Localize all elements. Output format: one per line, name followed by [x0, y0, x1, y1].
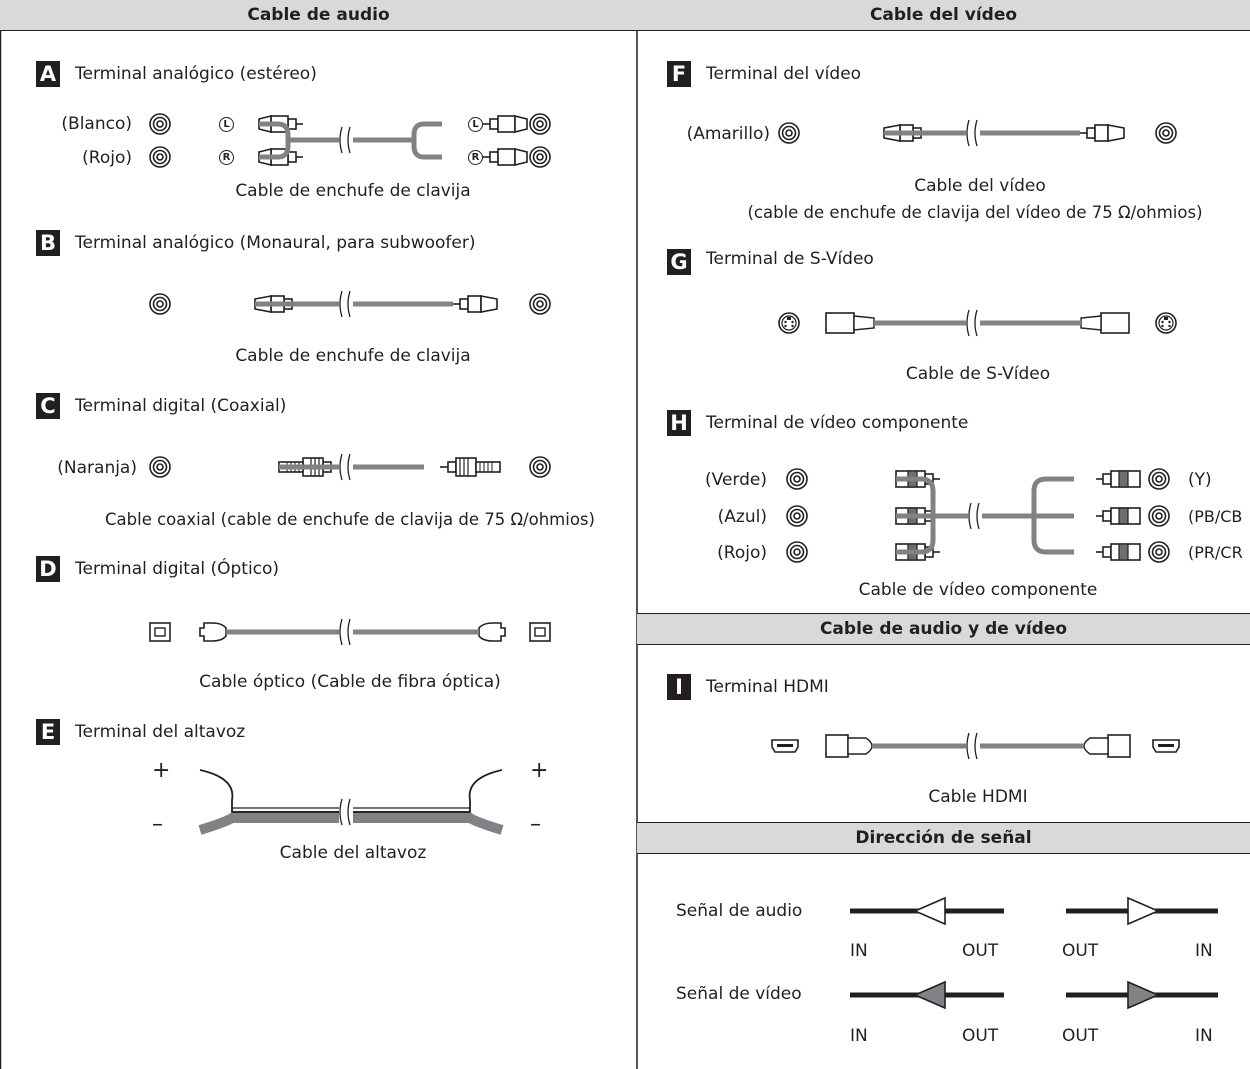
diagram-e: [198, 769, 504, 835]
caption-f-2: (cable de enchufe de clavija del vídeo d…: [747, 203, 1203, 222]
section-g-title: Terminal de S-Vídeo: [706, 249, 874, 269]
caption-d: Cable óptico (Cable de fibra óptica): [199, 672, 501, 692]
diagram-b: [149, 288, 551, 320]
section-d-badge: D: [36, 556, 60, 582]
diagram-d: [149, 616, 551, 648]
video-in-right: IN: [1195, 1026, 1213, 1046]
diagram-a: [149, 113, 551, 168]
label-y: (Y): [1188, 470, 1212, 490]
signal-header: Dirección de señal: [637, 822, 1250, 854]
plug-l-marker-left: L: [219, 117, 234, 132]
caption-b: Cable de enchufe de clavija: [235, 346, 471, 366]
plus-right: +: [530, 758, 549, 783]
label-pb-cb: (PB/CB: [1188, 507, 1243, 526]
audio-signal-label: Señal de audio: [676, 901, 803, 921]
label-naranja: (Naranja): [57, 458, 137, 478]
left-header: Cable de audio: [0, 0, 637, 31]
minus-right: –: [530, 812, 541, 837]
section-h-title: Terminal de vídeo componente: [706, 413, 969, 433]
diagram-f: [778, 117, 1177, 149]
diagram-c: [149, 451, 551, 483]
section-b-badge: B: [36, 230, 60, 256]
video-in-left: IN: [850, 1026, 868, 1046]
section-e-title: Terminal del altavoz: [75, 722, 246, 742]
label-rojo-h: (Rojo): [717, 543, 767, 563]
diagram-g: [778, 307, 1177, 339]
plug-l-marker-right: L: [468, 117, 483, 132]
diagram-h: [786, 468, 1170, 563]
diagram-i: [771, 730, 1180, 762]
video-out-left: OUT: [962, 1026, 999, 1046]
minus-left: –: [152, 812, 163, 837]
section-e-badge: E: [36, 719, 60, 745]
section-f-badge: F: [667, 61, 691, 87]
label-amarillo: (Amarillo): [686, 124, 770, 144]
caption-a: Cable de enchufe de clavija: [235, 181, 471, 201]
caption-f-1: Cable del vídeo: [914, 176, 1046, 196]
section-f-title: Terminal del vídeo: [706, 64, 862, 84]
section-h-badge: H: [667, 410, 691, 436]
caption-c: Cable coaxial (cable de enchufe de clavi…: [105, 510, 595, 529]
section-a-title: Terminal analógico (estéreo): [75, 64, 317, 84]
audio-out-right: OUT: [1062, 941, 1099, 961]
audio-out-left: OUT: [962, 941, 999, 961]
label-pr-cr: (PR/CR: [1188, 543, 1243, 562]
section-c-title: Terminal digital (Coaxial): [75, 396, 287, 416]
right-header: Cable del vídeo: [637, 0, 1250, 31]
label-verde: (Verde): [705, 470, 767, 490]
audio-in-right: IN: [1195, 941, 1213, 961]
label-azul: (Azul): [717, 507, 767, 527]
section-i-badge: I: [667, 674, 691, 700]
video-out-right: OUT: [1062, 1026, 1099, 1046]
section-b-title: Terminal analógico (Monaural, para subwo…: [75, 233, 476, 253]
av-header: Cable de audio y de vídeo: [637, 613, 1250, 645]
plug-r-marker-left: R: [219, 150, 234, 165]
section-a-badge: A: [36, 61, 60, 87]
caption-i: Cable HDMI: [928, 787, 1028, 807]
caption-e: Cable del altavoz: [279, 843, 427, 863]
video-signal-label: Señal de vídeo: [676, 984, 802, 1004]
plus-left: +: [152, 758, 171, 783]
section-g-badge: G: [667, 249, 691, 275]
caption-h: Cable de vídeo componente: [858, 580, 1098, 600]
section-i-title: Terminal HDMI: [706, 677, 829, 697]
section-c-badge: C: [36, 393, 60, 419]
audio-in-left: IN: [850, 941, 868, 961]
caption-g: Cable de S-Vídeo: [905, 364, 1051, 384]
label-rojo-a: (Rojo): [82, 148, 132, 168]
plug-r-marker-right: R: [468, 150, 483, 165]
section-d-title: Terminal digital (Óptico): [75, 559, 280, 579]
label-blanco: (Blanco): [61, 114, 132, 134]
signal-arrows: [850, 896, 1218, 1010]
